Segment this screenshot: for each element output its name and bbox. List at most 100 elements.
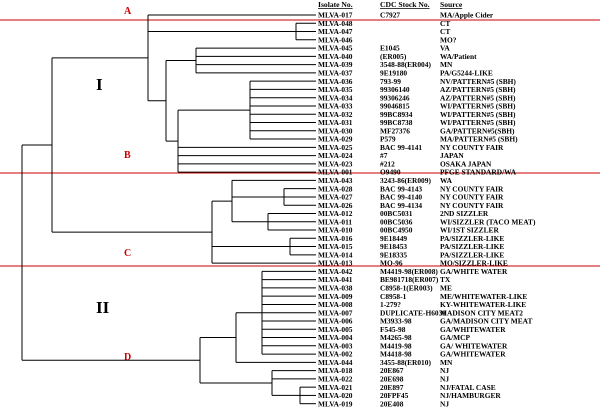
row-cdc-46: 20FPF45: [380, 391, 409, 400]
row-isolate-0: MLVA-017: [318, 11, 353, 20]
row-isolate-41: MLVA-002: [318, 350, 353, 359]
row-cdc-41: M4418-98: [380, 350, 412, 359]
row-source-39: GA/MCP: [440, 333, 470, 342]
row-isolate-29: MLVA-014: [318, 250, 353, 259]
row-cdc-4: E1045: [380, 44, 400, 53]
row-isolate-34: MLVA-009: [318, 292, 353, 301]
row-isolate-5: MLVA-040: [318, 52, 353, 61]
row-source-47: NJ: [440, 399, 449, 408]
row-isolate-14: MLVA-030: [318, 126, 353, 135]
row-isolate-1: MLVA-048: [318, 19, 353, 28]
row-isolate-16: MLVA-025: [318, 143, 353, 152]
row-cdc-22: BAC 99-4140: [380, 193, 422, 202]
row-isolate-25: MLVA-011: [318, 217, 352, 226]
header-isolate: Isolate No.: [318, 0, 353, 9]
row-source-45: NJ/FATAL CASE: [440, 383, 496, 392]
row-source-21: NY COUNTY FAIR: [440, 184, 504, 193]
row-cdc-13: 99BC8738: [380, 118, 413, 127]
row-isolate-47: MLVA-019: [318, 399, 353, 408]
row-cdc-19: O9490: [380, 168, 401, 177]
row-source-13: WI/PATTERN#5 (SBH): [440, 118, 516, 127]
row-isolate-8: MLVA-036: [318, 77, 353, 86]
row-cdc-44: 20E698: [380, 374, 404, 383]
row-cdc-18: #212: [380, 159, 395, 168]
row-cdc-11: 99046815: [380, 102, 410, 111]
row-source-22: NY COUNTY FAIR: [440, 193, 504, 202]
row-cdc-20: 3243-86(ER009): [380, 176, 431, 185]
row-isolate-10: MLVA-034: [318, 93, 353, 102]
row-isolate-30: MLVA-013: [318, 259, 353, 268]
row-isolate-19: MLVA-001: [318, 168, 353, 177]
row-isolate-21: MLVA-028: [318, 184, 353, 193]
row-source-32: TX: [440, 275, 451, 284]
row-source-12: WI/PATTERN#5 (SBH): [440, 110, 516, 119]
row-cdc-12: 99BC8934: [380, 110, 413, 119]
row-cdc-39: M4265-98: [380, 333, 412, 342]
row-isolate-18: MLVA-023: [318, 159, 353, 168]
row-cdc-35: 1-279?: [380, 300, 401, 309]
row-isolate-31: MLVA-042: [318, 267, 353, 276]
row-source-25: WI/SIZZLER (TACO MEAT): [440, 217, 536, 226]
row-source-27: PA/SIZZLER-LIKE: [440, 234, 504, 243]
row-source-2: CT: [440, 27, 450, 36]
row-isolate-27: MLVA-016: [318, 234, 353, 243]
row-cdc-42: 3455-88(ER010): [380, 358, 431, 367]
group-label-c: C: [124, 248, 131, 259]
row-cdc-16: BAC 99-4141: [380, 143, 422, 152]
row-isolate-42: MLVA-044: [318, 358, 353, 367]
row-cdc-40: M4419-98: [380, 341, 412, 350]
row-source-16: NY COUNTY FAIR: [440, 143, 504, 152]
row-cdc-26: 00BC4950: [380, 226, 413, 235]
row-cdc-30: MO-96: [380, 259, 403, 268]
row-cdc-38: F545-98: [380, 325, 406, 334]
row-isolate-22: MLVA-027: [318, 193, 353, 202]
row-source-7: PA/G5244-LIKE: [440, 68, 493, 77]
row-source-26: WI/1ST SIZZLER: [440, 226, 499, 235]
row-isolate-4: MLVA-045: [318, 44, 353, 53]
row-source-43: NJ: [440, 366, 449, 375]
group-label-a: A: [124, 6, 132, 17]
row-cdc-0: C7927: [380, 11, 400, 20]
row-isolate-26: MLVA-010: [318, 226, 353, 235]
row-source-10: AZ/PATTERN#5 (SBH): [440, 93, 516, 102]
row-source-31: GA/WHITE WATER: [440, 267, 508, 276]
row-source-15: MA/PATTERN#5 (SBH): [440, 135, 518, 144]
row-isolate-38: MLVA-005: [318, 325, 353, 334]
row-isolate-40: MLVA-003: [318, 341, 353, 350]
row-isolate-43: MLVA-018: [318, 366, 353, 375]
row-isolate-36: MLVA-007: [318, 308, 353, 317]
row-isolate-24: MLVA-012: [318, 209, 353, 218]
row-source-38: GA/WHITEWATER: [440, 325, 506, 334]
row-isolate-39: MLVA-004: [318, 333, 353, 342]
row-cdc-25: 00BC5036: [380, 217, 413, 226]
row-source-1: CT: [440, 19, 450, 28]
row-cdc-7: 9E19180: [380, 68, 407, 77]
row-isolate-13: MLVA-031: [318, 118, 353, 127]
row-cdc-10: 99306246: [380, 93, 410, 102]
row-cdc-14: MF27376: [380, 126, 410, 135]
row-cdc-24: 00BC5031: [380, 209, 413, 218]
row-isolate-32: MLVA-041: [318, 275, 353, 284]
row-isolate-44: MLVA-022: [318, 374, 353, 383]
row-cdc-34: C8958-1: [380, 292, 407, 301]
row-cdc-36: DUPLICATE-H6039: [380, 308, 446, 317]
row-isolate-33: MLVA-038: [318, 284, 353, 293]
row-source-46: NJ/HAMBURGER: [440, 391, 501, 400]
row-isolate-6: MLVA-039: [318, 60, 353, 69]
row-source-29: PA/SIZZLER-LIKE: [440, 250, 504, 259]
row-cdc-43: 20E867: [380, 366, 404, 375]
row-source-24: 2ND SIZZLER: [440, 209, 489, 218]
header-cdc-stock: CDC Stock No.: [380, 0, 430, 9]
row-source-9: AZ/PATTERN#5 (SBH): [440, 85, 516, 94]
cluster-label-ii: II: [96, 298, 110, 317]
row-isolate-12: MLVA-032: [318, 110, 353, 119]
row-cdc-45: 20E897: [380, 383, 404, 392]
row-cdc-28: 9E18453: [380, 242, 407, 251]
row-source-30: MO/SIZZLER-LIKE: [440, 259, 508, 268]
row-source-19: PFGE STANDARD/WA: [440, 168, 517, 177]
row-source-36: MADISON CITY MEAT2: [440, 308, 523, 317]
row-source-23: NY COUNTY FAIR: [440, 201, 504, 210]
